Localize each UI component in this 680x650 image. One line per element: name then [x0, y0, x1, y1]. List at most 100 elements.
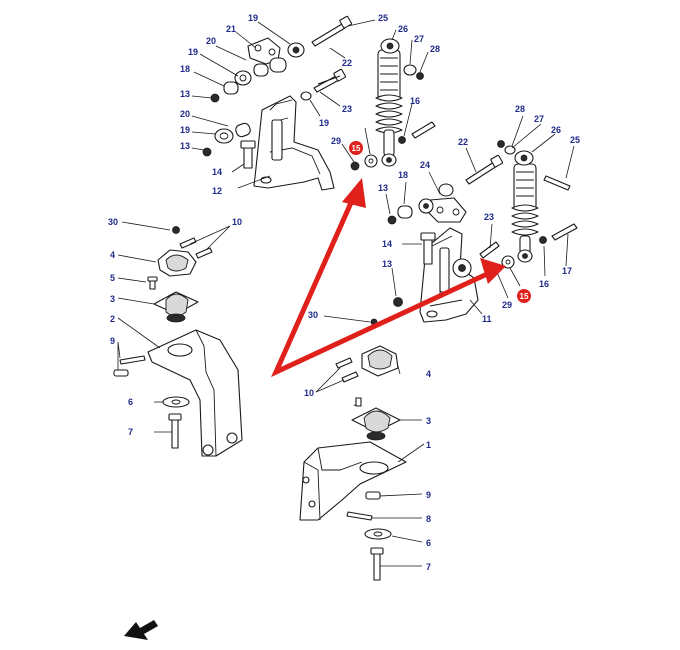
callout-3: 3 — [110, 294, 115, 304]
callout-20: 20 — [180, 109, 190, 119]
callout-13: 13 — [180, 89, 190, 99]
screw-13-right — [355, 397, 362, 407]
callout-11: 11 — [482, 314, 492, 324]
callout-10: 10 — [232, 217, 242, 227]
callout-6: 6 — [426, 538, 431, 548]
callout-28: 28 — [430, 44, 440, 54]
callout-23: 23 — [484, 212, 494, 222]
callout-19: 19 — [248, 13, 258, 23]
bolt-25-left — [311, 23, 346, 47]
callout-10: 10 — [304, 388, 314, 398]
bushing-top-b — [253, 63, 269, 77]
shock-absorber-26-right — [511, 150, 539, 263]
callout-1: 1 — [426, 440, 431, 450]
bolt-14 — [243, 145, 253, 169]
bolt-25-right — [543, 175, 571, 191]
left-mount-assembly — [113, 226, 243, 457]
callout-20: 20 — [206, 36, 216, 46]
callout-9: 9 — [426, 490, 431, 500]
leader-lines — [117, 19, 575, 567]
callout-14: 14 — [382, 239, 392, 249]
washer-6-right — [364, 528, 392, 540]
bolt-17-left — [411, 121, 436, 139]
callout-30: 30 — [308, 310, 318, 320]
callout-25: 25 — [570, 135, 580, 145]
bolt-22-right — [465, 161, 498, 185]
washer-19-right — [300, 91, 312, 101]
bolt-7-left — [171, 417, 179, 449]
nut-13-upper — [210, 93, 220, 103]
washer-19-mid — [234, 70, 252, 86]
callout-7: 7 — [426, 562, 431, 572]
callout-13: 13 — [180, 141, 190, 151]
washer-6-left — [162, 396, 190, 408]
bushing-top-a — [269, 57, 287, 73]
callout-7: 7 — [128, 427, 133, 437]
callout-18: 18 — [398, 170, 408, 180]
callout-19: 19 — [188, 47, 198, 57]
bolt-23-right — [479, 241, 500, 259]
bolt-9b — [113, 369, 129, 377]
bushing-27-left — [403, 64, 417, 76]
callout-4: 4 — [110, 250, 115, 260]
nut-29-left — [350, 161, 360, 171]
bracket-11-slot — [439, 247, 450, 293]
bolt-23-left — [317, 75, 341, 85]
direction-arrow-icon — [124, 620, 158, 640]
bracket-1 — [299, 441, 407, 521]
callout-30: 30 — [108, 217, 118, 227]
bolt-7-right — [373, 551, 381, 581]
bushing-20-lower — [235, 122, 251, 138]
callout-19: 19 — [180, 125, 190, 135]
callout-26: 26 — [398, 24, 408, 34]
callout-22: 22 — [342, 58, 352, 68]
callout-16: 16 — [410, 96, 420, 106]
callout-25: 25 — [378, 13, 388, 23]
bolt-14-right — [423, 237, 433, 265]
callout-4: 4 — [426, 369, 431, 379]
bushing-15-right — [501, 255, 515, 269]
bracket-12 — [253, 95, 335, 191]
highlight-label-lower: 15 — [520, 292, 529, 301]
highlight-badge-upper: 15 — [349, 141, 363, 155]
callout-24: 24 — [420, 160, 430, 170]
callout-22: 22 — [458, 137, 468, 147]
callout-3: 3 — [426, 416, 431, 426]
nut-28-left — [416, 72, 424, 80]
arrow-head-up — [342, 178, 366, 208]
highlight-label-upper: 15 — [352, 144, 361, 153]
callout-27: 27 — [414, 34, 424, 44]
bolt-14-head — [240, 140, 256, 149]
callout-6: 6 — [128, 397, 133, 407]
bolt-9-right — [365, 491, 381, 500]
callout-2: 2 — [110, 314, 115, 324]
upper-left-assembly — [202, 15, 436, 191]
callout-13: 13 — [378, 183, 388, 193]
callout-18: 18 — [180, 64, 190, 74]
nut-16-right — [539, 236, 547, 244]
bracket-1-hole — [359, 461, 389, 475]
callout-27: 27 — [534, 114, 544, 124]
bolt-9a — [119, 355, 146, 365]
callout-13: 13 — [382, 259, 392, 269]
nut-13-lower — [202, 147, 212, 157]
screw-10d — [341, 371, 359, 383]
bracket-slot — [271, 119, 283, 161]
callout-12: 12 — [212, 186, 222, 196]
red-arrows — [271, 178, 506, 378]
callout-17: 17 — [562, 266, 572, 276]
bushing-18 — [223, 81, 239, 95]
callout-14: 14 — [212, 167, 222, 177]
callout-26: 26 — [551, 125, 561, 135]
callout-28: 28 — [515, 104, 525, 114]
callout-9: 9 — [110, 336, 115, 346]
arrow-head-right — [480, 258, 506, 284]
arrow-shaft — [271, 194, 502, 378]
callout-16: 16 — [539, 279, 549, 289]
right-mount-assembly — [299, 345, 407, 581]
bracket-2-hole — [167, 343, 193, 357]
callout-23: 23 — [342, 104, 352, 114]
callout-29: 29 — [331, 136, 341, 146]
